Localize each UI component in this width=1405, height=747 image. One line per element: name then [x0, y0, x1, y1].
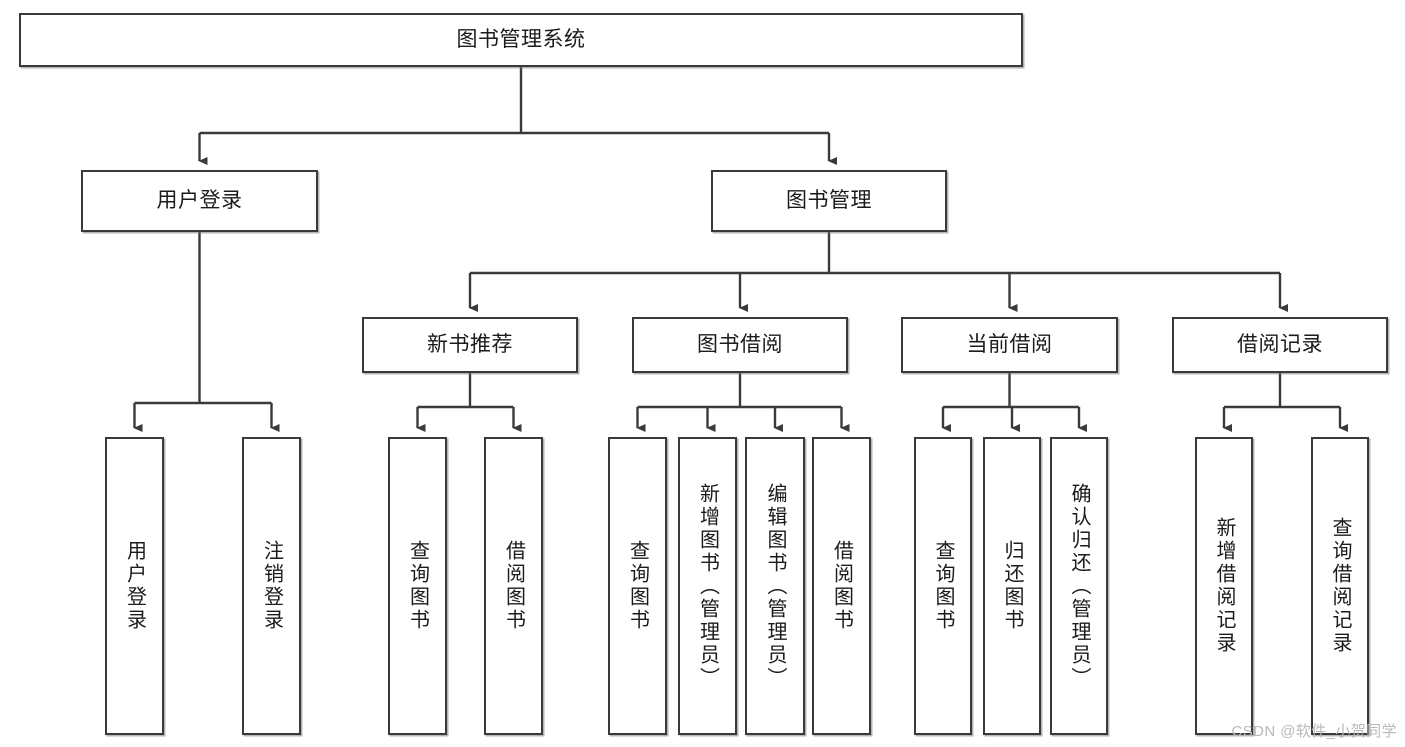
node-leaf-add-book[interactable]: 新增图书（管理员） — [678, 437, 737, 735]
node-label: 借阅记录 — [1237, 332, 1323, 356]
node-label: 图书管理系统 — [456, 27, 586, 51]
node-label: 新增图书（管理员） — [696, 482, 719, 690]
node-leaf-confirm-return[interactable]: 确认归还（管理员） — [1050, 437, 1108, 735]
node-leaf-borrow-book-2[interactable]: 借阅图书 — [812, 437, 871, 735]
node-label: 归还图书 — [1001, 540, 1023, 632]
node-leaf-query-book-3[interactable]: 查询图书 — [914, 437, 972, 735]
node-label: 查询借阅记录 — [1329, 517, 1351, 655]
node-leaf-edit-book[interactable]: 编辑图书（管理员） — [745, 437, 805, 735]
node-label: 当前借阅 — [966, 332, 1053, 356]
node-label: 新书推荐 — [427, 332, 513, 356]
node-leaf-user-login[interactable]: 用户登录 — [105, 437, 164, 735]
node-label: 确认归还（管理员） — [1068, 482, 1090, 690]
node-book-borrow[interactable]: 图书借阅 — [632, 317, 848, 373]
node-label: 查询图书 — [932, 540, 954, 632]
node-label: 查询图书 — [406, 540, 429, 632]
node-label: 用户登录 — [156, 188, 243, 212]
node-new-book-recommend[interactable]: 新书推荐 — [362, 317, 578, 373]
node-borrow-record[interactable]: 借阅记录 — [1172, 317, 1388, 373]
node-leaf-query-book-1[interactable]: 查询图书 — [388, 437, 447, 735]
node-label: 新增借阅记录 — [1213, 517, 1235, 655]
node-label: 图书管理 — [786, 188, 872, 212]
node-current-borrow[interactable]: 当前借阅 — [901, 317, 1118, 373]
node-root[interactable]: 图书管理系统 — [19, 13, 1023, 67]
node-leaf-add-record[interactable]: 新增借阅记录 — [1195, 437, 1253, 735]
node-leaf-return-book[interactable]: 归还图书 — [983, 437, 1041, 735]
node-label: 借阅图书 — [502, 540, 525, 632]
node-label: 用户登录 — [123, 540, 146, 632]
node-leaf-user-logout[interactable]: 注销登录 — [242, 437, 301, 735]
node-label: 借阅图书 — [830, 540, 853, 632]
node-leaf-borrow-book-1[interactable]: 借阅图书 — [484, 437, 543, 735]
node-label: 图书借阅 — [697, 332, 783, 356]
node-label: 查询图书 — [626, 540, 649, 632]
node-label: 注销登录 — [260, 540, 283, 632]
node-label: 编辑图书（管理员） — [764, 482, 786, 690]
node-leaf-query-record[interactable]: 查询借阅记录 — [1311, 437, 1369, 735]
node-user-login[interactable]: 用户登录 — [81, 170, 318, 232]
node-book-manage[interactable]: 图书管理 — [711, 170, 947, 232]
node-leaf-query-book-2[interactable]: 查询图书 — [608, 437, 667, 735]
